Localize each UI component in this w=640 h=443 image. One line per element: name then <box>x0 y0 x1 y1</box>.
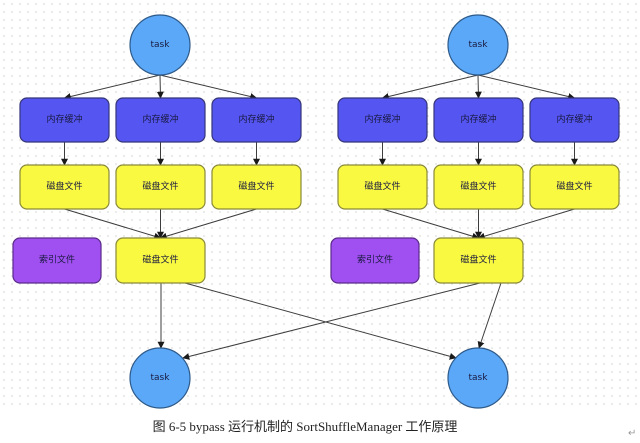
memory-buffer-node: 内存缓冲 <box>211 97 302 143</box>
downstream-task-2: task <box>447 347 509 409</box>
nodes: task内存缓冲磁盘文件内存缓冲磁盘文件内存缓冲磁盘文件索引文件磁盘文件task… <box>12 14 620 409</box>
index-file-node: 索引文件 <box>330 237 420 284</box>
edge-right-merged-to-task1 <box>182 282 481 360</box>
node-label: 磁盘文件 <box>142 254 178 266</box>
node-label: 内存缓冲 <box>142 113 178 125</box>
memory-buffer-node: 内存缓冲 <box>115 97 206 143</box>
memory-buffer-node: 内存缓冲 <box>19 97 110 143</box>
index-file-node: 索引文件 <box>12 237 102 284</box>
disk-file-node: 磁盘文件 <box>115 164 206 210</box>
paragraph-mark-icon: ↵ <box>628 428 637 439</box>
disk-file-node: 磁盘文件 <box>433 164 524 210</box>
edge-disk-to-merged <box>477 208 575 240</box>
source-task-right: task <box>447 14 509 76</box>
edge-disk-to-merged <box>382 208 480 240</box>
edge-left-merged-to-task2 <box>184 282 457 360</box>
disk-file-node: 磁盘文件 <box>19 164 110 210</box>
node-label: 磁盘文件 <box>460 180 496 192</box>
memory-buffer-node-shape <box>433 97 524 143</box>
memory-buffer-node: 内存缓冲 <box>337 97 428 143</box>
node-label: 磁盘文件 <box>364 180 400 192</box>
disk-file-node: 磁盘文件 <box>211 164 302 210</box>
task-circle <box>447 347 509 409</box>
edge-disk-to-merged <box>64 208 162 240</box>
node-label: task <box>151 373 171 383</box>
disk-file-node-shape <box>211 164 302 210</box>
node-label: task <box>469 40 489 50</box>
node-label: 索引文件 <box>357 254 393 266</box>
memory-buffer-node-shape <box>19 97 110 143</box>
index-file-node-shape <box>12 237 102 284</box>
memory-buffer-node: 内存缓冲 <box>529 97 620 143</box>
task-circle <box>129 14 191 76</box>
node-label: 内存缓冲 <box>238 113 274 125</box>
edge-task-to-buffer <box>381 74 479 100</box>
edge-task-to-buffer <box>156 74 164 99</box>
edge-task-to-buffer <box>474 74 482 99</box>
edge-task-to-buffer <box>159 74 258 100</box>
edge-disk-to-merged <box>159 208 257 240</box>
disk-file-node-shape <box>337 164 428 210</box>
node-label: 索引文件 <box>39 254 75 266</box>
node-label: 内存缓冲 <box>460 113 496 125</box>
node-label: 内存缓冲 <box>46 113 82 125</box>
edge-task-to-buffer <box>63 74 161 100</box>
node-label: 磁盘文件 <box>46 180 82 192</box>
memory-buffer-node: 内存缓冲 <box>433 97 524 143</box>
index-file-node-shape <box>330 237 420 284</box>
edge-right-merged-to-task2 <box>477 282 502 349</box>
memory-buffer-node-shape <box>115 97 206 143</box>
node-label: 磁盘文件 <box>238 180 274 192</box>
node-label: 磁盘文件 <box>142 180 178 192</box>
node-label: 磁盘文件 <box>556 180 592 192</box>
node-label: task <box>151 40 171 50</box>
task-circle <box>447 14 509 76</box>
disk-file-node-shape <box>115 164 206 210</box>
shuffle-diagram: task内存缓冲磁盘文件内存缓冲磁盘文件内存缓冲磁盘文件索引文件磁盘文件task… <box>12 14 620 409</box>
merged-disk-file-node: 磁盘文件 <box>115 237 206 284</box>
disk-file-node: 磁盘文件 <box>337 164 428 210</box>
figure-caption: 图 6-5 bypass 运行机制的 SortShuffleManager 工作… <box>152 419 458 434</box>
memory-buffer-node-shape <box>337 97 428 143</box>
downstream-task-1: task <box>129 347 191 409</box>
disk-file-node-shape <box>19 164 110 210</box>
merged-disk-file-node-shape <box>433 237 524 284</box>
node-label: 磁盘文件 <box>460 254 496 266</box>
node-label: 内存缓冲 <box>556 113 592 125</box>
merged-disk-file-node-shape <box>115 237 206 284</box>
node-label: task <box>469 373 489 383</box>
node-label: 内存缓冲 <box>364 113 400 125</box>
source-task-left: task <box>129 14 191 76</box>
edge-task-to-buffer <box>477 74 576 100</box>
task-circle <box>129 347 191 409</box>
disk-file-node: 磁盘文件 <box>529 164 620 210</box>
memory-buffer-node-shape <box>211 97 302 143</box>
disk-file-node-shape <box>433 164 524 210</box>
merged-disk-file-node: 磁盘文件 <box>433 237 524 284</box>
edges <box>61 74 578 360</box>
disk-file-node-shape <box>529 164 620 210</box>
memory-buffer-node-shape <box>529 97 620 143</box>
